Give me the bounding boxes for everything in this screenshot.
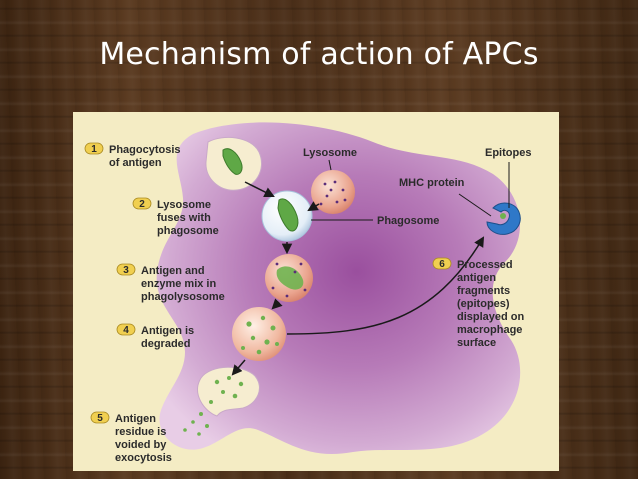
label-lysosome: Lysosome [303,147,357,159]
step-3-badge [116,263,136,276]
arrow-degraded-to-exocytosis [231,359,246,376]
antigen-bacterium-3 [276,266,304,290]
step-2-badge [132,197,152,210]
epitope [500,213,506,219]
step-4-badge [116,323,136,336]
step-3: 3 Antigen and enzyme mix in phagolysosom… [116,263,225,303]
step-5-line-2: residue is [115,426,166,438]
step-6-line-7: surface [457,337,496,349]
step-1-number: 1 [91,144,97,155]
step-6-line-4: (epitopes) [457,298,510,310]
antigen-bacterium-2 [277,198,299,232]
step-6-line-6: macrophage [457,324,522,336]
antigen-bacterium-1 [222,148,243,175]
label-epitopes: Epitopes [485,147,531,159]
step-3-line-2: enzyme mix in [141,278,216,290]
step-2: 2 Lysosome fuses with phagosome [132,197,219,237]
step-6-line-2: antigen [457,272,496,284]
step-5-number: 5 [97,413,103,424]
step-5-line-3: voided by [115,439,167,451]
step-6-badge [432,257,452,270]
degraded-antigen-vesicle [232,307,286,361]
step-1-badge [84,142,104,155]
step-5-line-4: exocytosis [115,452,172,464]
step-5-line-1: Antigen [115,413,156,425]
step-4-number: 4 [123,325,129,336]
apc-mechanism-diagram: Lysosome Phagosome Epitopes MHC protein … [73,112,559,471]
step-6-number: 6 [439,259,445,270]
step-1: 1 Phagocytosis of antigen [84,142,181,169]
step-6-line-1: Processed [457,259,513,271]
arrow-phagocytosis-to-phagosome [244,181,275,197]
step-3-line-1: Antigen and [141,265,205,277]
step-4-line-2: degraded [141,338,191,350]
leader-mhc-protein [458,193,492,217]
step-1-line-1: Phagocytosis [109,144,181,156]
step-2-line-1: Lysosome [157,199,211,211]
step-3-line-3: phagolysosome [141,291,225,303]
leader-lysosome [328,159,332,171]
lysosome [311,170,355,214]
step-6-line-5: displayed on [457,311,525,323]
step-2-number: 2 [139,199,145,210]
slide-title: Mechanism of action of APCs [99,37,539,72]
step-4-line-1: Antigen is [141,325,194,337]
arrow-lysosome-fuse [307,201,320,212]
step-5-badge [90,411,110,424]
mhc-protein [486,202,521,235]
step-3-number: 3 [123,265,129,276]
label-phagosome: Phagosome [377,215,439,227]
antigen-residue [183,376,244,436]
arrow-degraded-to-mhc [286,236,485,335]
label-mhc-protein: MHC protein [399,177,465,189]
step-6: 6 Processed antigen fragments (epitopes)… [432,257,525,349]
step-6-line-3: fragments [457,285,510,297]
step-1-line-2: of antigen [109,157,162,169]
step-5: 5 Antigen residue is voided by exocytosi… [90,411,172,464]
step-2-line-3: phagosome [157,225,219,237]
arrow-phagolysosome-to-degraded [271,298,283,310]
step-4: 4 Antigen is degraded [116,323,194,350]
step-2-line-2: fuses with [157,212,211,224]
